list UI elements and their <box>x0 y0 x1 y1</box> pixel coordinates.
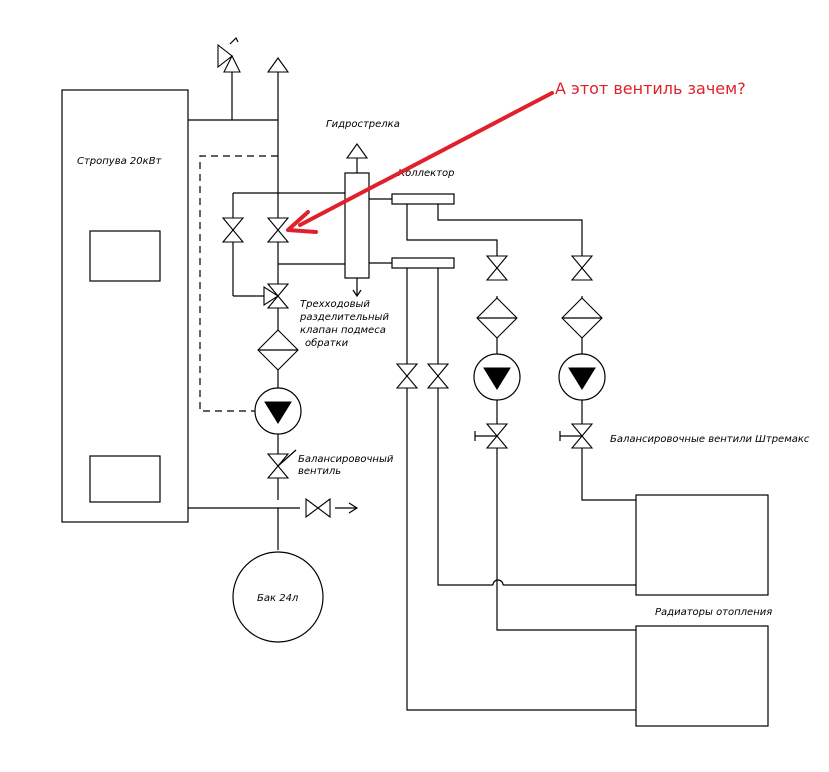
boiler-window-bottom <box>89 455 161 503</box>
boiler <box>61 89 189 523</box>
boiler-window-top <box>89 230 161 282</box>
svg-text:вентиль: вентиль <box>298 466 341 477</box>
collector-label: Коллектор <box>398 168 454 179</box>
circuit2-filter-icon <box>561 297 603 339</box>
air-vent-icon <box>266 57 290 73</box>
svg-text:разделительный: разделительный <box>299 312 389 323</box>
circuit1-filter-icon <box>476 297 518 339</box>
hydro-separator <box>344 143 370 298</box>
bypass-valve-icon <box>222 217 244 243</box>
collector <box>369 193 455 269</box>
balancing-valve-icon <box>267 449 297 479</box>
dashed-line <box>199 155 278 412</box>
questioned-valve-icon <box>267 217 289 243</box>
boiler-circuit <box>188 192 359 550</box>
red-arrow-icon <box>286 91 554 234</box>
tank-label: Бак 24л <box>257 593 299 604</box>
circuit1-balancing-valve-icon <box>474 423 508 449</box>
svg-text:обратки: обратки <box>305 337 349 349</box>
radiator-2 <box>635 625 769 727</box>
svg-text:Балансировочный: Балансировочный <box>298 454 394 465</box>
filter-icon <box>257 329 299 371</box>
return-valve-2-icon <box>427 363 449 389</box>
annotation-text: А этот вентиль зачем? <box>555 79 746 98</box>
return-valve-1-icon <box>396 363 418 389</box>
radiators-label: Радиаторы отопления <box>655 607 772 618</box>
svg-text:Трехходовый: Трехходовый <box>300 299 370 310</box>
distribution-pipes <box>406 204 636 711</box>
svg-text:клапан подмеса: клапан подмеса <box>300 325 386 336</box>
boiler-label: Стропува 20кВт <box>77 156 163 167</box>
boiler-pump-icon <box>254 387 302 435</box>
three-way-valve-icon <box>263 283 290 309</box>
radiator-1 <box>635 494 769 596</box>
circuit2-pump-icon <box>558 353 606 401</box>
circuit2-balancing-valve-icon <box>559 423 593 449</box>
balancing-valve-label: Балансировочный вентиль <box>298 454 394 477</box>
hydro-separator-label: Гидрострелка <box>326 119 400 130</box>
balancing-valves-group-label: Балансировочные вентили Штремакс <box>610 434 810 445</box>
expansion-tank <box>232 551 324 643</box>
circuit1-shutoff-valve-icon <box>486 255 508 281</box>
three-way-valve-label: Трехходовый разделительный клапан подмес… <box>299 299 389 349</box>
circuit1-pump-icon <box>473 353 521 401</box>
drain-valve-icon <box>305 498 331 518</box>
circuit2-shutoff-valve-icon <box>571 255 593 281</box>
safety-valve-icon <box>217 36 241 73</box>
